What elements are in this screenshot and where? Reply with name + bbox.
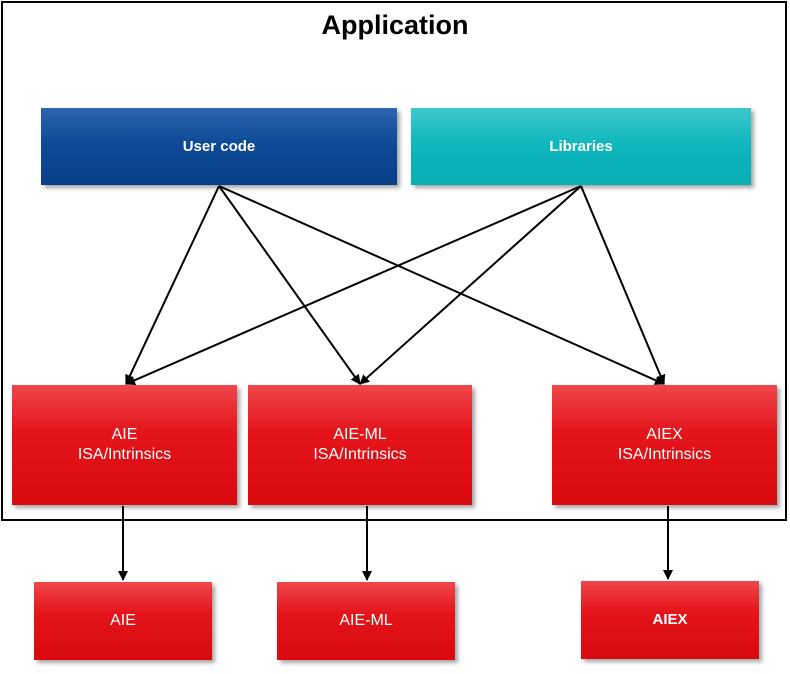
- target-box-aie-ml-label: AIE-ML: [339, 612, 393, 629]
- target-box-aiex-label: AIEX: [652, 611, 688, 628]
- isa-box-aie-ml-name: AIE-ML: [333, 426, 387, 443]
- isa-box-aiex-name: AIEX: [646, 426, 683, 443]
- target-box-aie-label: AIE: [110, 612, 136, 629]
- application-title: Application: [321, 10, 469, 40]
- libraries-box: Libraries: [411, 108, 751, 185]
- isa-box-aie-ml: AIE-ML ISA/Intrinsics: [248, 385, 472, 505]
- user-code-box: User code: [41, 108, 397, 185]
- isa-box-aiex: AIEX ISA/Intrinsics: [552, 385, 777, 505]
- isa-box-aie: AIE ISA/Intrinsics: [12, 385, 237, 505]
- target-box-aiex: AIEX: [581, 581, 759, 659]
- target-box-aie: AIE: [34, 582, 212, 660]
- isa-box-aie-ml-subtitle: ISA/Intrinsics: [313, 446, 407, 463]
- isa-box-aie-subtitle: ISA/Intrinsics: [77, 446, 172, 463]
- isa-box-aiex-subtitle: ISA/Intrinsics: [617, 446, 712, 463]
- user-code-label: User code: [182, 137, 256, 155]
- libraries-label: Libraries: [549, 137, 613, 155]
- target-box-aie-ml: AIE-ML: [277, 582, 455, 660]
- isa-box-aie-name: AIE: [111, 426, 138, 443]
